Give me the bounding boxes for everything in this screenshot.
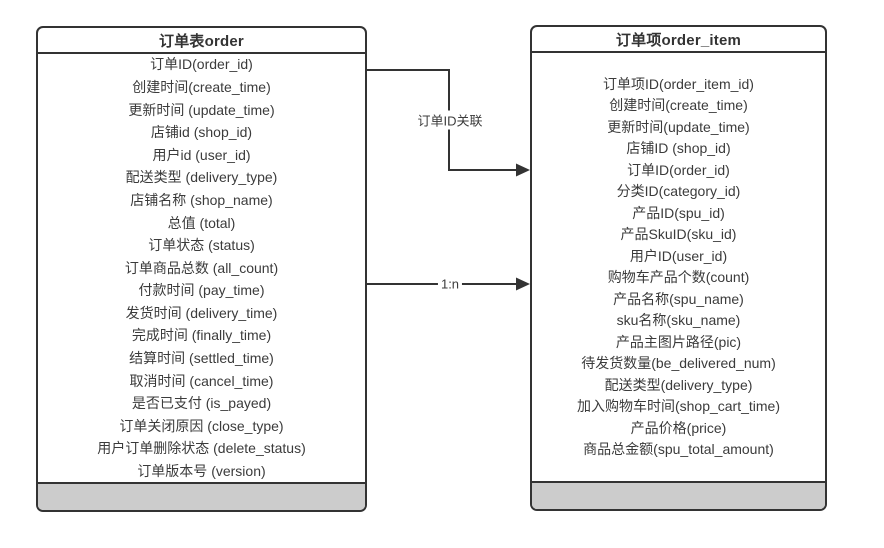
table-field: 订单商品总数 (all_count): [124, 259, 279, 276]
table-field: 产品ID(spu_id): [632, 204, 725, 221]
table-field: 订单项ID(order_item_id): [603, 75, 754, 92]
table-field: 付款时间 (pay_time): [138, 282, 265, 299]
table-field: 更新时间(update_time): [607, 118, 750, 135]
table-field: 订单版本号 (version): [137, 463, 266, 480]
table-field: 用户ID(user_id): [629, 247, 728, 264]
table-field: 配送类型(delivery_type): [604, 376, 753, 393]
order-item-table-title: 订单项order_item: [532, 27, 825, 53]
arrowhead-order-id-link-icon: [516, 163, 530, 177]
table-field: 订单ID(order_id): [627, 161, 730, 178]
table-field: 创建时间(create_time): [132, 78, 271, 95]
table-field: 产品价格(price): [630, 419, 727, 436]
table-field: 订单状态 (status): [148, 237, 255, 254]
order-table-node: 订单表order 订单ID(order_id) 创建时间(create_time)…: [36, 26, 367, 512]
table-field: 创建时间(create_time): [609, 97, 748, 113]
table-field: 产品名称(spu_name): [613, 290, 744, 307]
table-field: 产品主图片路径(pic): [615, 333, 742, 350]
table-field: 订单ID(order_id): [150, 56, 253, 73]
table-field: 用户订单删除状态 (delete_status): [97, 440, 306, 457]
table-field: 配送类型 (delivery_type): [125, 169, 278, 186]
table-field: 发货时间 (delivery_time): [125, 304, 278, 321]
table-field: 更新时间 (update_time): [128, 101, 275, 118]
order-table-field-list: 订单ID(order_id) 创建时间(create_time) 更新时间 (upd…: [38, 54, 365, 482]
table-field: 店铺id (shop_id): [150, 124, 253, 141]
table-field: 完成时间 (finally_time): [131, 327, 272, 344]
table-field: sku名称(sku_name): [616, 312, 741, 328]
order-item-table-footer: [532, 481, 825, 509]
table-field: 店铺名称 (shop_name): [130, 191, 273, 208]
table-field: 待发货数量(be_delivered_num): [581, 355, 776, 371]
order-item-table-node: 订单项order_item 订单项ID(order_item_id) 创建时间(c…: [530, 25, 827, 511]
table-field: 产品SkuID(sku_id): [620, 226, 737, 242]
order-table-title: 订单表order: [38, 28, 365, 54]
table-field: 分类ID(category_id): [616, 183, 741, 199]
order-table-footer: [38, 482, 365, 510]
table-field: 订单关闭原因 (close_type): [119, 417, 284, 434]
arrowhead-one-to-many-icon: [516, 277, 530, 291]
table-field: 取消时间 (cancel_time): [129, 372, 274, 389]
table-field: 商品总金额(spu_total_amount): [583, 441, 774, 457]
table-field: 总值 (total): [167, 214, 236, 231]
table-field: 结算时间 (settled_time): [129, 350, 274, 367]
table-field: 购物车产品个数(count): [607, 269, 750, 285]
table-field: 店铺ID (shop_id): [626, 140, 731, 156]
connector-label-order-id-link: 订单ID关联: [414, 110, 486, 130]
table-field: 是否已支付 (is_payed): [131, 395, 272, 412]
table-field: 加入购物车时间(shop_cart_time): [576, 398, 781, 414]
order-item-table-field-list: 订单项ID(order_item_id) 创建时间(create_time) 更新时…: [532, 53, 825, 481]
connector-label-cardinality: 1:n: [437, 276, 463, 292]
table-field: 用户id (user_id): [152, 146, 251, 163]
